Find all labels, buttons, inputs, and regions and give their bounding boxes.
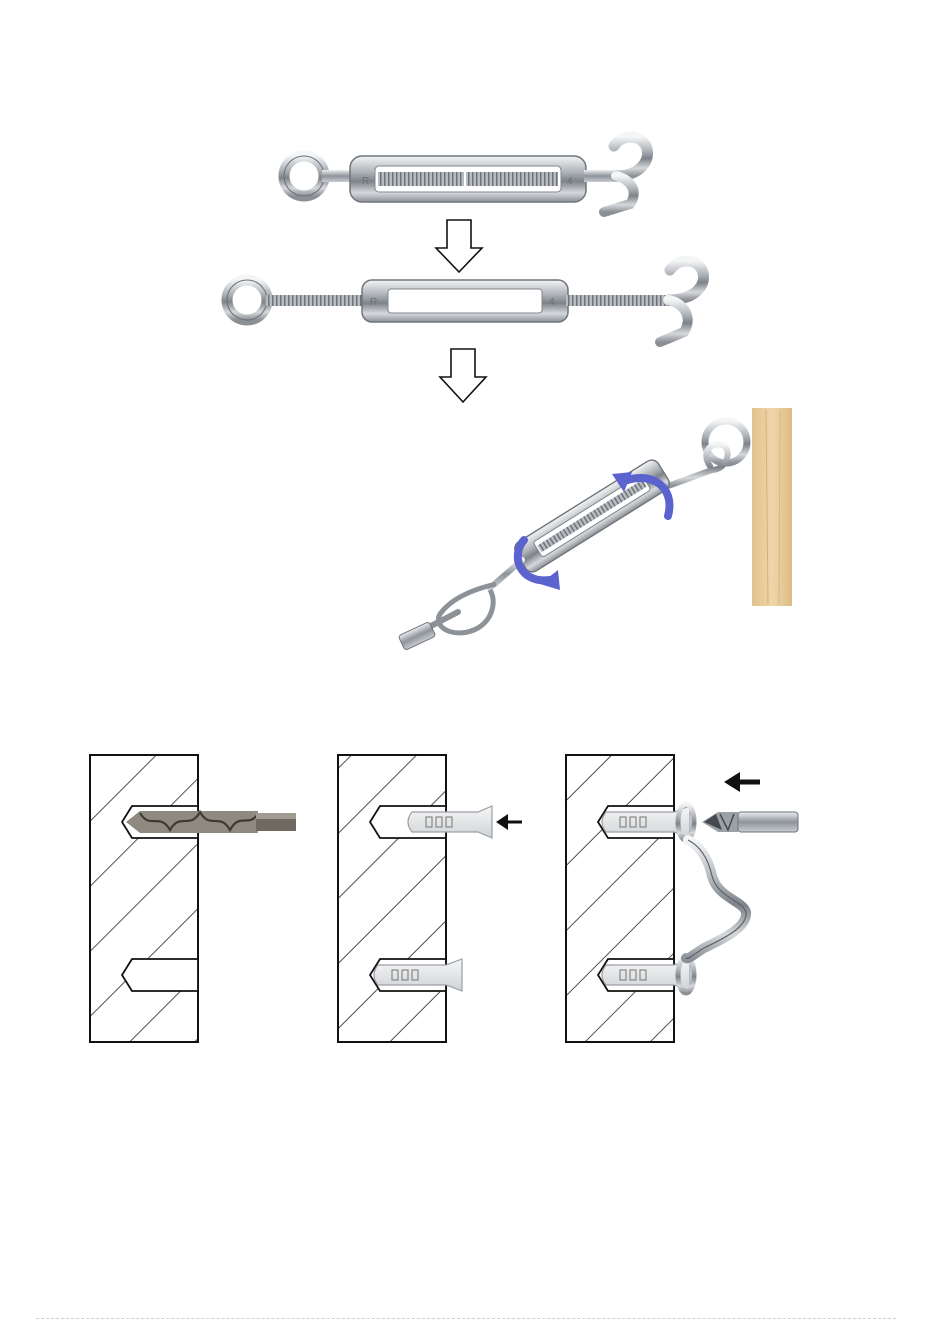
page-divider bbox=[36, 1318, 896, 1319]
mark-right-open: 4 bbox=[549, 297, 555, 308]
mark-left-open: R bbox=[370, 297, 377, 308]
turnbuckle-open-icon: R 4 bbox=[227, 261, 704, 342]
mark-left: R bbox=[362, 176, 369, 187]
wall-section bbox=[338, 755, 446, 1042]
wall-section bbox=[90, 755, 198, 1042]
screw-pad-eye-step bbox=[566, 755, 798, 1042]
push-arrow-icon bbox=[724, 772, 760, 792]
drill-bit-icon bbox=[126, 811, 296, 833]
push-arrow-icon bbox=[496, 814, 522, 830]
turnbuckle-closed-icon: R 4 bbox=[284, 137, 648, 212]
down-arrow-icon bbox=[436, 220, 482, 272]
turnbuckle-installed-icon bbox=[398, 408, 792, 650]
screwdriver-icon bbox=[702, 812, 798, 832]
drill-holes-step bbox=[90, 755, 296, 1042]
mark-right: 4 bbox=[567, 176, 573, 187]
wall-section bbox=[566, 755, 674, 1042]
insert-anchors-step bbox=[338, 755, 522, 1042]
down-arrow-icon bbox=[440, 349, 486, 402]
